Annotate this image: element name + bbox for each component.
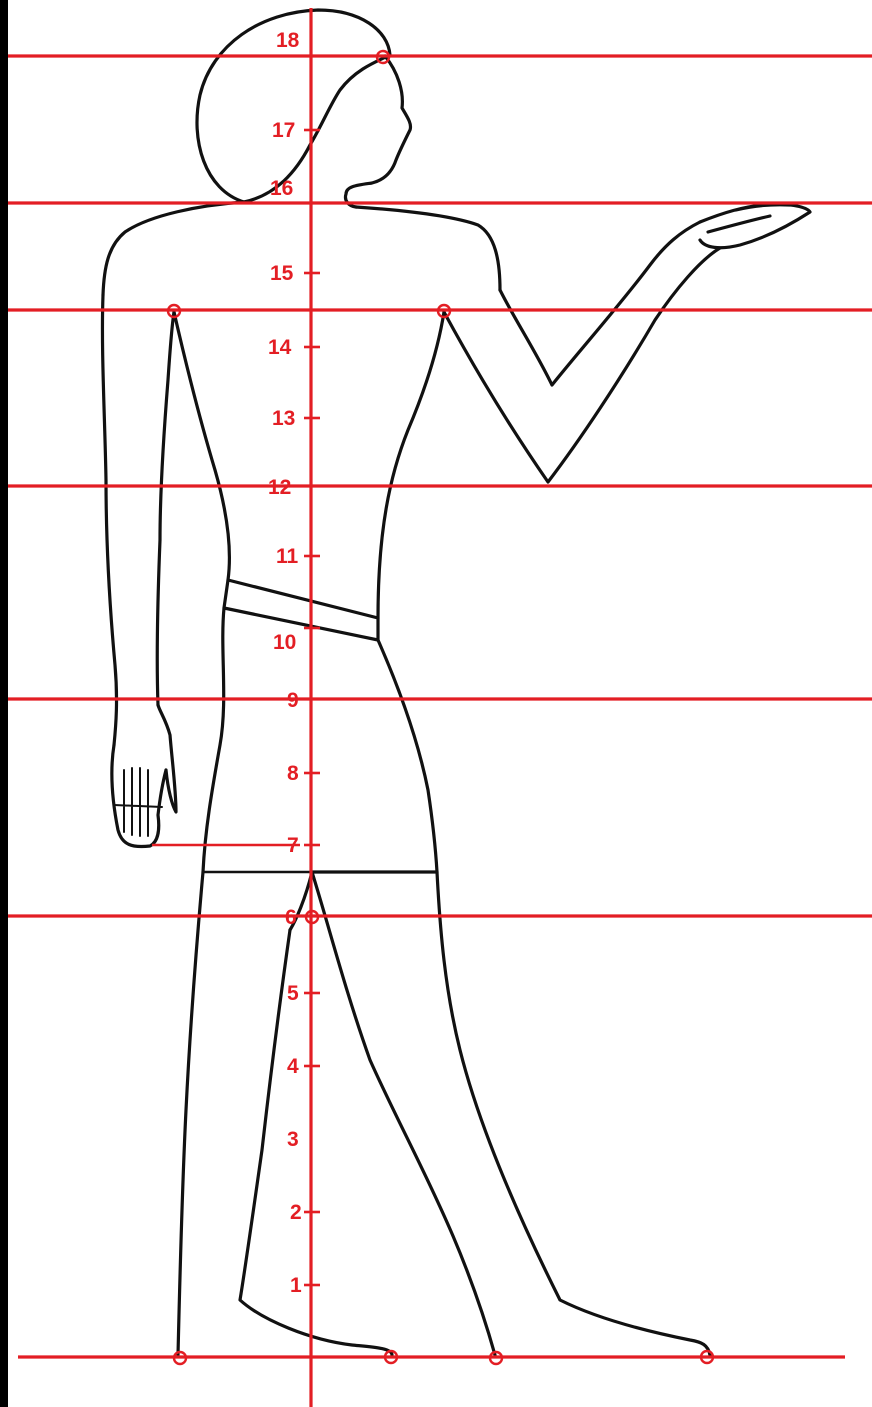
label-10: 10 <box>273 631 296 654</box>
label-15: 15 <box>270 262 294 285</box>
label-13: 13 <box>272 407 295 430</box>
label-7: 7 <box>287 834 299 857</box>
drawing-panel <box>8 0 872 1407</box>
label-11: 11 <box>276 545 299 568</box>
label-9: 9 <box>287 689 299 712</box>
label-14: 14 <box>268 336 292 359</box>
label-17: 17 <box>272 119 295 142</box>
label-3: 3 <box>287 1128 299 1151</box>
label-8: 8 <box>287 762 299 785</box>
label-6: 6 <box>285 906 297 929</box>
label-18: 18 <box>276 29 300 52</box>
label-16: 16 <box>270 177 293 200</box>
label-1: 1 <box>290 1274 302 1297</box>
label-2: 2 <box>290 1201 302 1224</box>
label-12: 12 <box>268 476 291 499</box>
label-4: 4 <box>287 1055 299 1078</box>
label-5: 5 <box>287 982 299 1005</box>
